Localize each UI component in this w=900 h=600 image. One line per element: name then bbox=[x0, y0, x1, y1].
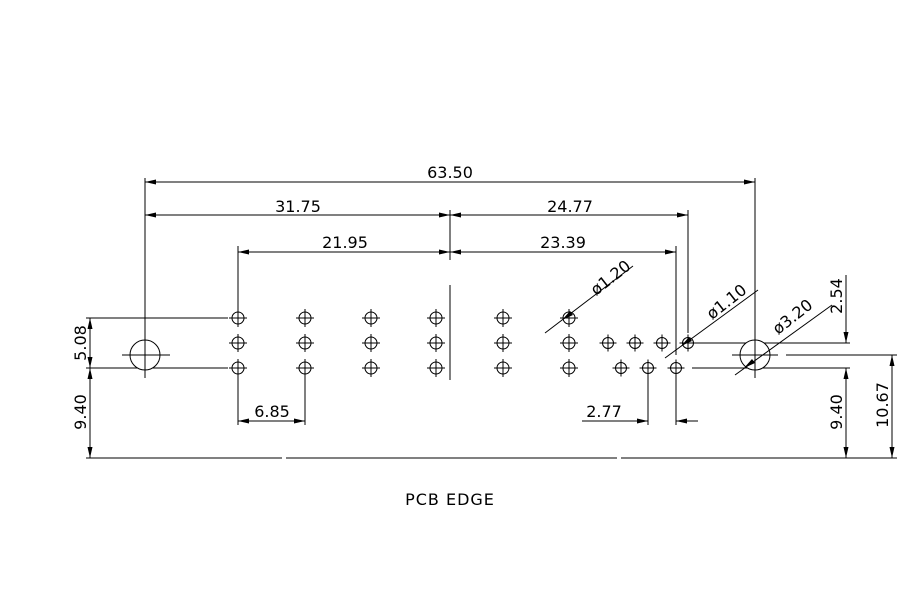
dim-line-right-pins bbox=[450, 249, 676, 255]
pin-hole bbox=[494, 334, 512, 352]
pin-hole bbox=[362, 359, 380, 377]
dim-line-pitch-left bbox=[238, 418, 305, 424]
pin-hole bbox=[653, 334, 671, 352]
pin-hole bbox=[639, 359, 657, 377]
dim-line-edge-left bbox=[87, 368, 93, 458]
dim-right-span: 24.77 bbox=[547, 197, 593, 216]
dim-row-span-left: 5.08 bbox=[71, 325, 90, 361]
dim-right-pins: 23.39 bbox=[540, 233, 586, 252]
dim-line-left-pins bbox=[238, 249, 450, 255]
dim-line-left-half bbox=[145, 212, 450, 218]
dim-line-edge-total bbox=[889, 355, 895, 458]
dim-line-row-span-left bbox=[87, 318, 93, 368]
dim-edge-left: 9.40 bbox=[71, 394, 90, 430]
pin-hole bbox=[494, 359, 512, 377]
dim-hole-large: ø1.20 bbox=[587, 256, 634, 299]
dim-row-spacing-right: 2.54 bbox=[827, 278, 846, 314]
dim-line-overall bbox=[145, 179, 755, 185]
pcb-edge-caption: PCB EDGE bbox=[405, 490, 495, 509]
dim-pitch-right: 2.77 bbox=[586, 402, 622, 421]
pin-holes bbox=[229, 309, 578, 377]
dim-left-pins: 21.95 bbox=[322, 233, 368, 252]
dim-edge-right: 9.40 bbox=[827, 394, 846, 430]
mount-hole-right bbox=[732, 332, 778, 378]
pin-hole bbox=[427, 359, 445, 377]
dim-hole-small: ø1.10 bbox=[703, 280, 750, 323]
dim-edge-total: 10.67 bbox=[873, 382, 892, 428]
leader-hole-large bbox=[544, 265, 634, 334]
dim-line-pitch-right bbox=[582, 418, 698, 424]
pin-hole bbox=[229, 334, 247, 352]
dim-line-edge-right bbox=[843, 368, 849, 458]
pin-hole bbox=[296, 359, 314, 377]
extension-lines bbox=[86, 178, 897, 425]
pin-hole bbox=[229, 309, 247, 327]
leader-hole-small bbox=[664, 289, 759, 359]
dim-overall: 63.50 bbox=[427, 163, 473, 182]
pin-hole bbox=[427, 334, 445, 352]
pin-hole bbox=[560, 359, 578, 377]
pin-hole bbox=[599, 334, 617, 352]
dim-line-right-span bbox=[450, 212, 688, 218]
pin-hole bbox=[667, 359, 685, 377]
pin-hole bbox=[229, 359, 247, 377]
pin-hole bbox=[494, 309, 512, 327]
pin-hole bbox=[296, 309, 314, 327]
dim-left-half: 31.75 bbox=[275, 197, 321, 216]
pin-hole bbox=[612, 359, 630, 377]
pin-hole bbox=[626, 334, 644, 352]
dim-mount-hole: ø3.20 bbox=[769, 295, 816, 338]
pin-hole bbox=[296, 334, 314, 352]
mount-hole-left bbox=[122, 332, 170, 378]
pin-hole bbox=[427, 309, 445, 327]
dim-pitch-left: 6.85 bbox=[254, 402, 290, 421]
pin-hole bbox=[362, 309, 380, 327]
pin-hole bbox=[560, 334, 578, 352]
pin-hole bbox=[560, 309, 578, 327]
leader-mount-hole bbox=[734, 304, 833, 376]
pin-hole bbox=[362, 334, 380, 352]
pin-holes-right bbox=[599, 334, 697, 377]
